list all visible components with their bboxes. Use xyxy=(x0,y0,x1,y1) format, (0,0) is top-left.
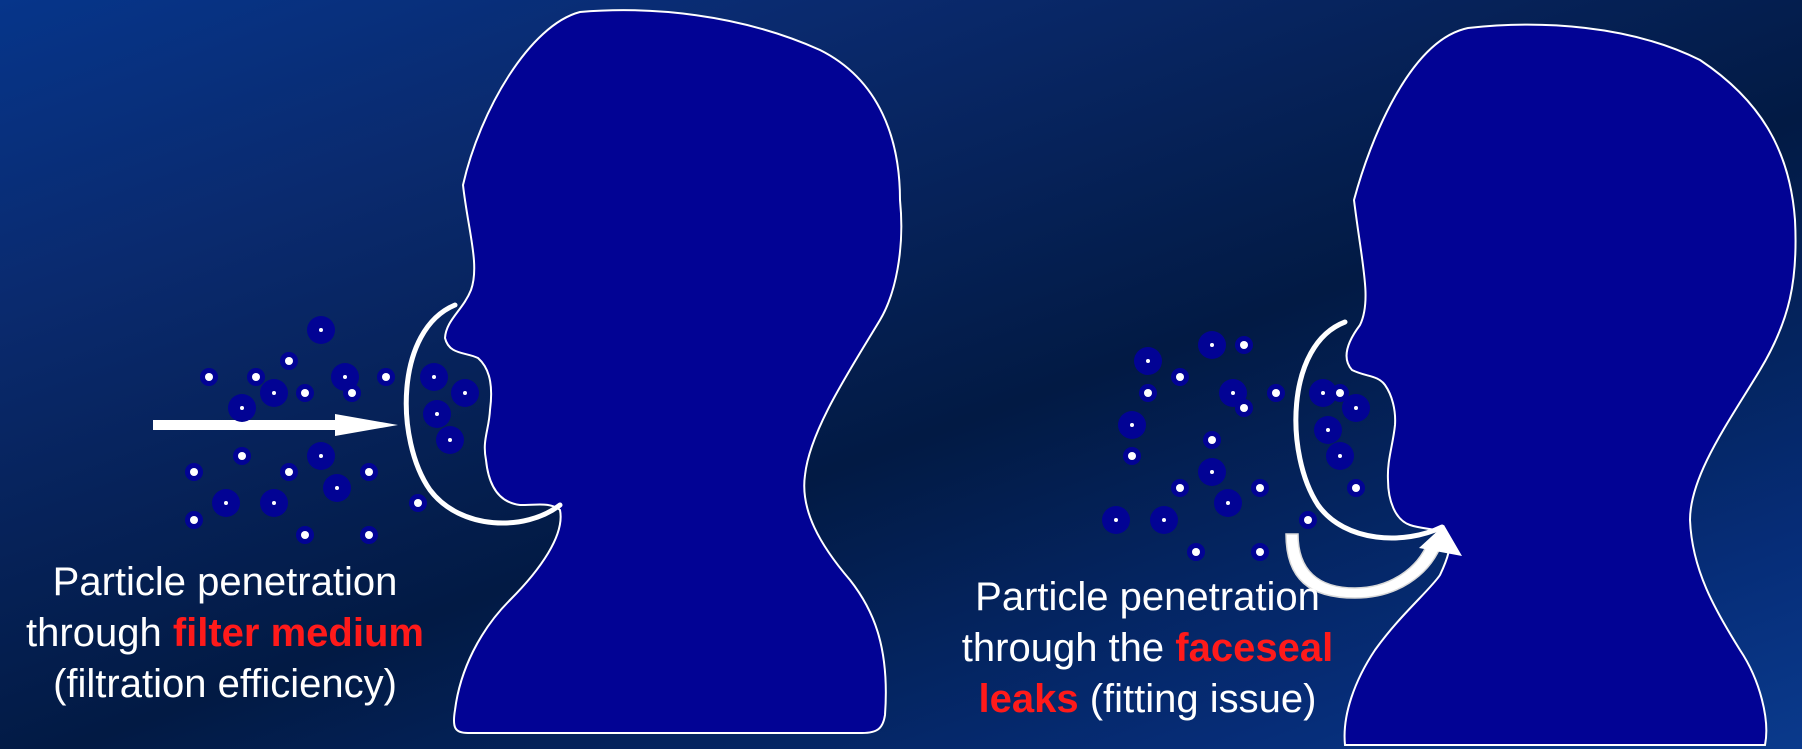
particle xyxy=(420,363,448,391)
particle xyxy=(280,463,298,481)
right-caption-line2-prefix: through the xyxy=(962,626,1176,670)
particle xyxy=(296,384,314,402)
particle xyxy=(1171,368,1189,386)
left-head-silhouette xyxy=(445,10,901,733)
particle xyxy=(228,394,256,422)
particle xyxy=(185,463,203,481)
particle xyxy=(260,379,288,407)
particle xyxy=(1299,511,1317,529)
right-caption-line3-suffix: (fitting issue) xyxy=(1079,677,1317,721)
straight-arrow-head xyxy=(335,414,398,436)
particle xyxy=(1235,336,1253,354)
particle xyxy=(1342,394,1370,422)
particle xyxy=(1326,442,1354,470)
particle xyxy=(1134,347,1162,375)
particle xyxy=(1187,543,1205,561)
particle xyxy=(323,474,351,502)
right-caption-highlight-1: faceseal xyxy=(1175,626,1333,670)
right-caption-highlight-2: leaks xyxy=(979,677,1079,721)
particle xyxy=(343,384,361,402)
left-caption-highlight: filter medium xyxy=(173,611,424,655)
particle xyxy=(1139,384,1157,402)
particle xyxy=(307,316,335,344)
particle xyxy=(1251,543,1269,561)
particle xyxy=(1235,399,1253,417)
right-particle-cloud xyxy=(1102,331,1370,561)
particle xyxy=(1267,384,1285,402)
particle xyxy=(1198,458,1226,486)
particle xyxy=(185,511,203,529)
particle xyxy=(1102,506,1130,534)
particle xyxy=(1214,489,1242,517)
particle xyxy=(260,489,288,517)
straight-arrow-icon xyxy=(153,414,398,436)
particle xyxy=(307,442,335,470)
left-caption-line2: through filter medium xyxy=(0,608,450,659)
right-caption-line3: leaks (fitting issue) xyxy=(905,674,1390,725)
particle xyxy=(451,379,479,407)
particle xyxy=(1347,479,1365,497)
left-caption: Particle penetration through filter medi… xyxy=(0,557,450,710)
particle xyxy=(1314,416,1342,444)
right-head-silhouette xyxy=(1345,25,1796,745)
left-caption-line3: (filtration efficiency) xyxy=(0,659,450,710)
right-caption: Particle penetration through the facesea… xyxy=(905,572,1390,725)
particle xyxy=(377,368,395,386)
particle xyxy=(296,526,314,544)
particle xyxy=(360,526,378,544)
particle xyxy=(1198,331,1226,359)
left-caption-line1: Particle penetration xyxy=(0,557,450,608)
particle xyxy=(247,368,265,386)
particle xyxy=(200,368,218,386)
particle xyxy=(1123,447,1141,465)
particle xyxy=(233,447,251,465)
right-caption-line2: through the faceseal xyxy=(905,623,1390,674)
particle xyxy=(1251,479,1269,497)
particle xyxy=(280,352,298,370)
right-caption-line1: Particle penetration xyxy=(905,572,1390,623)
particle xyxy=(436,426,464,454)
particle xyxy=(1118,411,1146,439)
particle xyxy=(360,463,378,481)
left-caption-line2-prefix: through xyxy=(26,611,173,655)
particle xyxy=(1171,479,1189,497)
particle xyxy=(423,400,451,428)
straight-arrow-shaft xyxy=(153,420,343,430)
particle xyxy=(1203,431,1221,449)
particle xyxy=(409,494,427,512)
particle xyxy=(1150,506,1178,534)
particle xyxy=(212,489,240,517)
